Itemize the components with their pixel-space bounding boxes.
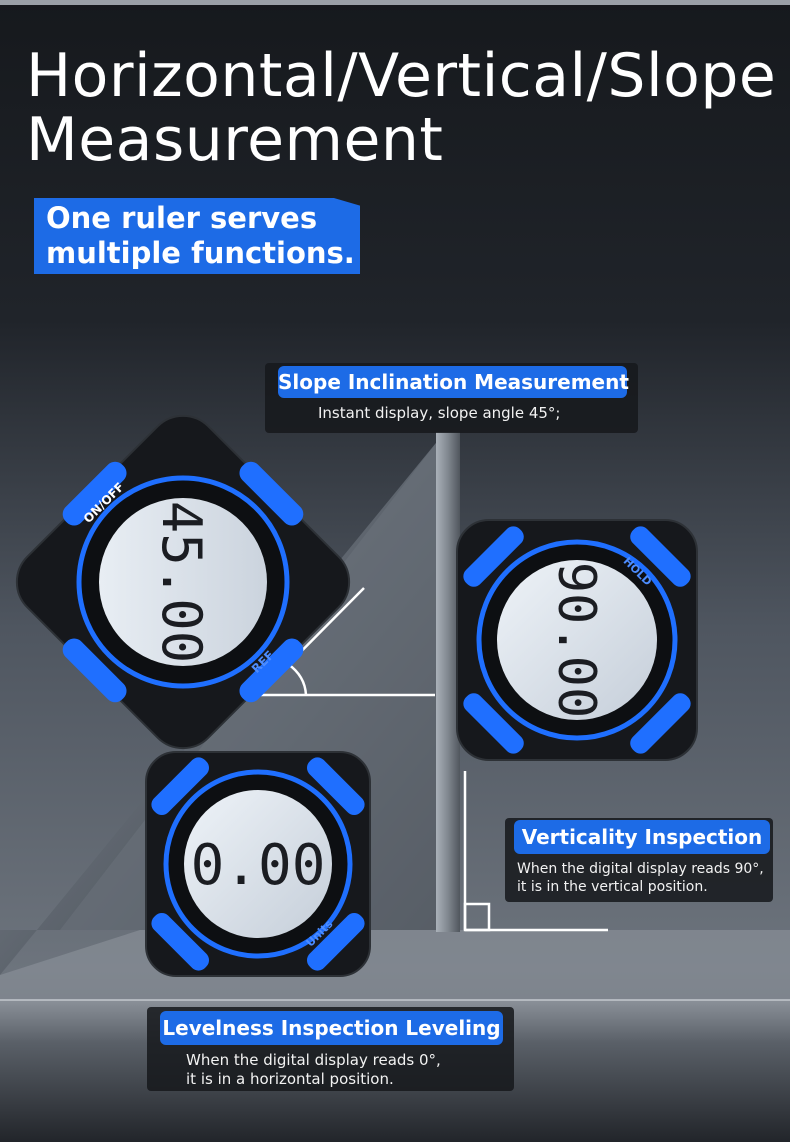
- level-callout-title: Levelness Inspection Leveling: [160, 1011, 503, 1045]
- level-callout-line-1: When the digital display reads 0°,: [186, 1051, 441, 1069]
- device-button-bottom: [239, 638, 304, 703]
- tagline-line-1: One ruler serves: [46, 201, 318, 235]
- slope-device-reading: 45.00: [150, 501, 213, 664]
- tagline-line-2: multiple functions.: [46, 236, 355, 270]
- vertical-callout-description: When the digital display reads 90°, it i…: [517, 860, 764, 896]
- vertical-callout-line-2: it is in the vertical position.: [517, 879, 708, 895]
- device-button-top: [62, 461, 127, 526]
- top-edge-strip: [0, 0, 790, 5]
- tagline-banner: One ruler serves multiple functions.: [34, 198, 360, 274]
- slope-device: 45.00 ON/OFF REF: [15, 414, 351, 750]
- vertical-callout: Verticality Inspection When the digital …: [505, 818, 773, 902]
- level-callout-description: When the digital display reads 0°, it is…: [186, 1051, 441, 1089]
- page-headline: Horizontal/Vertical/Slope Measurement: [26, 44, 776, 172]
- slope-callout-title: Slope Inclination Measurement: [278, 366, 629, 398]
- slope-callout-description: Instant display, slope angle 45°;: [318, 404, 560, 423]
- slope-callout-line-1: Instant display, slope angle 45°;: [318, 404, 561, 422]
- vertical-device-reading: 90.00: [546, 562, 606, 719]
- level-callout-line-2: it is in a horizontal position.: [186, 1070, 394, 1088]
- device-button-right: [239, 461, 304, 526]
- vertical-callout-title: Verticality Inspection: [514, 820, 770, 854]
- vertical-callout-line-1: When the digital display reads 90°,: [517, 861, 764, 877]
- slope-callout: Slope Inclination Measurement Instant di…: [265, 363, 638, 433]
- level-device-reading: 0.00: [191, 833, 326, 898]
- level-callout: Levelness Inspection Leveling When the d…: [147, 1007, 514, 1091]
- device-button-left: [62, 638, 127, 703]
- right-angle-square: [463, 902, 491, 932]
- headline-line-1: Horizontal/Vertical/Slope: [26, 41, 777, 111]
- vertical-device: 90.00 HOLD: [456, 519, 698, 761]
- floor-ramp: [0, 930, 790, 1000]
- level-device: 0.00 Units: [145, 751, 371, 977]
- device-screen: [497, 560, 657, 720]
- device-screen: [98, 498, 267, 666]
- headline-line-2: Measurement: [26, 105, 444, 175]
- device-screen: [184, 790, 332, 938]
